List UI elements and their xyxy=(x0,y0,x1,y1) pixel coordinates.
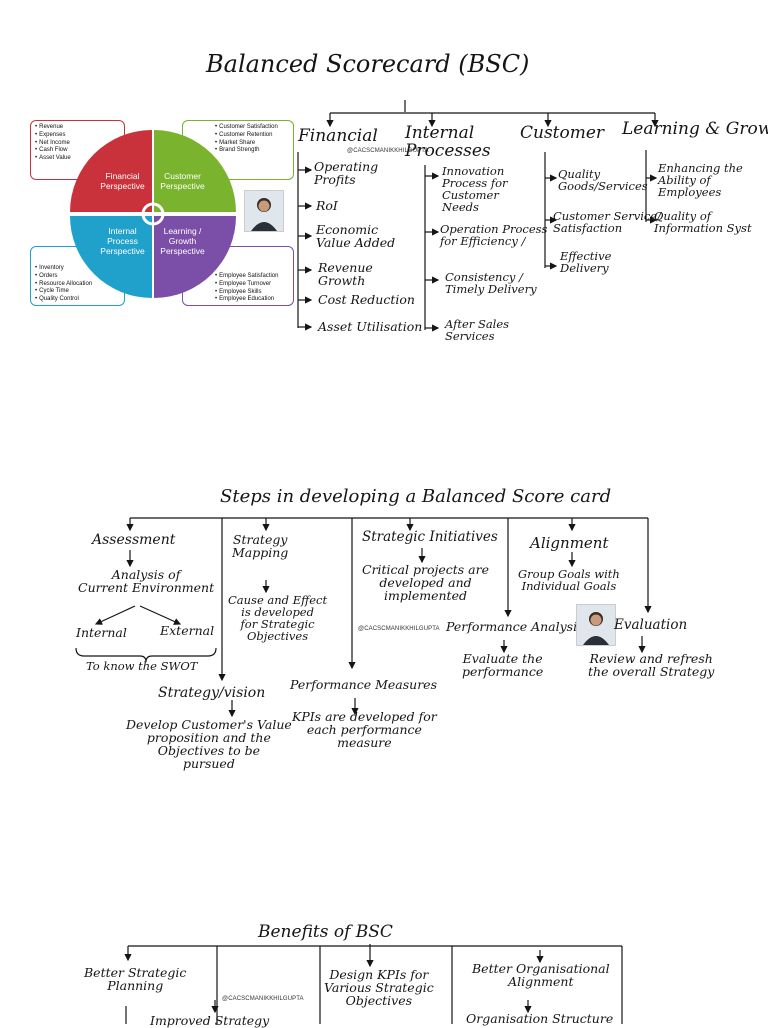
customer-metrics-list: Customer Satisfaction Customer Retention… xyxy=(215,124,289,155)
assessment-sub: Analysis of Current Environment xyxy=(78,567,215,596)
metric-item: Resource Allocation xyxy=(35,281,120,289)
strategic-initiatives-heading: Strategic Initiatives xyxy=(362,529,498,545)
metric-item: Inventory xyxy=(35,265,120,273)
benefit-item: Improved Strategy xyxy=(150,1013,270,1028)
metric-item: Cycle Time xyxy=(35,288,120,296)
internal-process-item: Innovation Process for Customer Needs xyxy=(442,164,508,215)
metric-item: Asset Value xyxy=(35,155,120,163)
strategy-vision-heading: Strategy/vision xyxy=(158,685,266,701)
watermark-text: @CACSCMANIKKHILGUPTA xyxy=(222,996,304,1002)
strategy-mapping-heading: Strategy Mapping xyxy=(232,532,289,561)
learning-growth-item: Quality of Information Syst xyxy=(654,209,752,236)
author-avatar xyxy=(576,604,616,646)
person-icon xyxy=(577,605,615,645)
metric-item: Customer Retention xyxy=(215,132,289,140)
metric-item: Brand Strength xyxy=(215,147,289,155)
benefit-item: Organisation Structure xyxy=(466,1011,614,1026)
metric-item: Expenses xyxy=(35,132,120,140)
learning-growth-heading: Learning & Growth xyxy=(622,119,768,139)
watermark-text: @CACSCMANIKKHILGUPTA xyxy=(347,148,429,154)
financial-item: Operating Profits xyxy=(314,159,379,188)
assessment-external: External xyxy=(160,623,215,638)
learning-growth-item: Enhancing the Ability of Employees xyxy=(658,161,743,200)
evaluation-text: Review and refresh the overall Strategy xyxy=(588,651,715,680)
metric-item: Quality Control xyxy=(35,296,120,304)
strategy-mapping-text: Cause and Effect is developed for Strate… xyxy=(228,593,328,644)
internal-metrics-list: Inventory Orders Resource Allocation Cyc… xyxy=(35,265,120,304)
internal-process-item: Operation Process for Efficiency / xyxy=(440,222,548,249)
financial-metrics-list: Revenue Expenses Net Income Cash Flow As… xyxy=(35,124,120,163)
metric-item: Revenue xyxy=(35,124,120,132)
internal-process-item: After Sales Services xyxy=(445,317,510,344)
customer-item: Customer Service/ Satisfaction xyxy=(553,209,661,236)
learning-metrics-list: Employee Satisfaction Employee Turnover … xyxy=(215,273,289,304)
metric-item: Customer Satisfaction xyxy=(215,124,289,132)
customer-item: Effective Delivery xyxy=(560,249,612,276)
alignment-heading: Alignment xyxy=(530,534,609,552)
metric-item: Employee Satisfaction xyxy=(215,273,289,281)
internal-processes-heading: Internal Processes xyxy=(405,123,491,161)
customer-perspective-label: Customer Perspective xyxy=(160,171,205,192)
benefit-item: Better Strategic Planning xyxy=(84,965,187,994)
strategy-vision-text: Develop Customer's Value proposition and… xyxy=(126,717,292,772)
author-avatar xyxy=(244,190,284,232)
strategic-initiatives-text: Critical projects are developed and impl… xyxy=(362,562,489,604)
customer-item: Quality Goods/Services xyxy=(558,167,648,194)
learning-growth-perspective-label: Learning / Growth Perspective xyxy=(160,226,205,257)
assessment-internal: Internal xyxy=(76,625,127,640)
metric-item: Employee Education xyxy=(215,296,289,304)
metric-item: Net Income xyxy=(35,140,120,148)
financial-heading: Financial xyxy=(298,126,378,146)
metric-item: Orders xyxy=(35,273,120,281)
benefit-item: Better Organisational Alignment xyxy=(472,961,610,990)
assessment-heading: Assessment xyxy=(92,532,176,548)
metric-item: Market Share xyxy=(215,140,289,148)
financial-item: RoI xyxy=(316,198,338,213)
person-icon xyxy=(245,191,283,231)
financial-perspective-label: Financial Perspective xyxy=(100,171,145,192)
internal-process-perspective-label: Internal Process Perspective xyxy=(100,226,145,257)
metric-item: Cash Flow xyxy=(35,147,120,155)
bsc-perspective-diagram: Revenue Expenses Net Income Cash Flow As… xyxy=(30,118,295,313)
metric-item: Employee Turnover xyxy=(215,281,289,289)
bsc-title: Balanced Scorecard (BSC) xyxy=(206,50,530,78)
financial-item: Asset Utilisation xyxy=(318,319,423,334)
alignment-text: Group Goals with Individual Goals xyxy=(518,567,620,594)
customer-heading: Customer xyxy=(520,123,605,143)
performance-measures-text: KPIs are developed for each performance … xyxy=(292,709,437,751)
steps-title: Steps in developing a Balanced Score car… xyxy=(220,486,612,507)
financial-item: Revenue Growth xyxy=(318,260,373,289)
performance-analysis-text: Evaluate the performance xyxy=(462,651,544,680)
financial-item: Cost Reduction xyxy=(318,292,415,307)
evaluation-heading: Evaluation xyxy=(614,617,688,633)
metric-item: Employee Skills xyxy=(215,289,289,297)
benefit-item: Design KPIs for Various Strategic Object… xyxy=(324,967,434,1009)
internal-process-item: Consistency / Timely Delivery xyxy=(445,270,537,297)
performance-measures-heading: Performance Measures xyxy=(290,677,437,692)
assessment-note: To know the SWOT xyxy=(86,659,198,673)
watermark-text: @CACSCMANIKKHILGUPTA xyxy=(358,626,440,632)
perspective-circle xyxy=(70,130,236,298)
financial-item: Economic Value Added xyxy=(316,222,396,251)
performance-analysis-heading: Performance Analysis xyxy=(446,619,584,634)
benefits-title: Benefits of BSC xyxy=(258,922,393,942)
